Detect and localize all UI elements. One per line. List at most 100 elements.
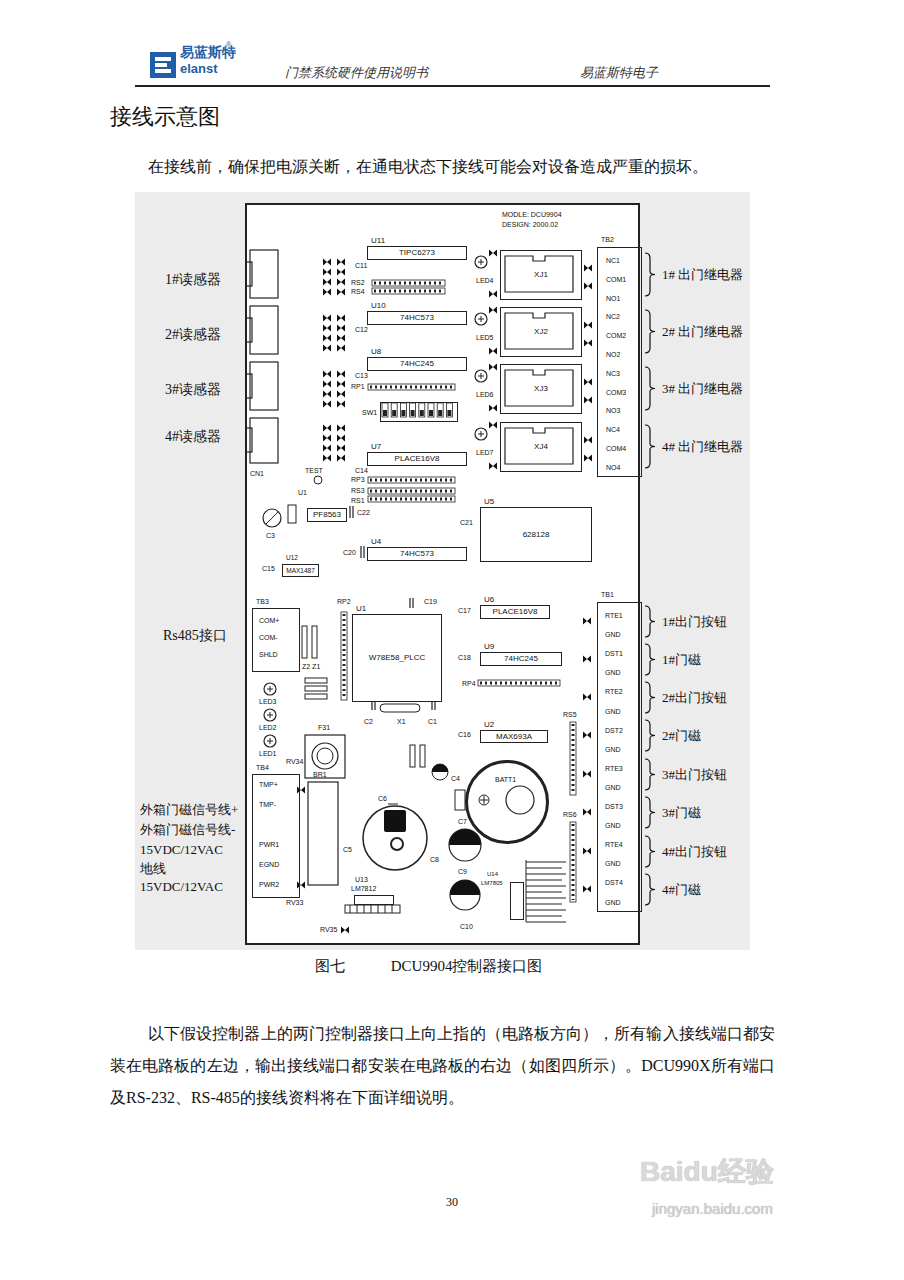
- designator: U12: [286, 554, 298, 561]
- pin-name: PWR2: [259, 881, 279, 889]
- part-label: LED2: [259, 724, 277, 732]
- relay: XJ3: [500, 364, 582, 414]
- resistor-pins: [572, 724, 575, 793]
- part-label: RS3: [351, 487, 365, 495]
- annotation: 3#出门按钮: [662, 768, 727, 783]
- pin-name: COM3: [606, 389, 626, 397]
- pin-name: COM2: [606, 332, 626, 340]
- annotation: 外箱门磁信号线+: [140, 803, 238, 818]
- pin-name: GND: [605, 784, 621, 792]
- part-label: LED1: [259, 750, 277, 758]
- part-label: C12: [355, 326, 368, 334]
- pin-name: GND: [605, 899, 621, 907]
- capacitor: [450, 880, 480, 910]
- connector: [250, 418, 278, 463]
- designator: TB2: [601, 236, 614, 244]
- part-label: C3: [266, 532, 275, 540]
- logo-bar: [155, 69, 171, 73]
- annotation: jingyan.baidu.com: [652, 1200, 773, 1217]
- circuit-board: MODLE: DCU9904DESIGN: 2000.02U11TIPC6273…: [245, 203, 640, 945]
- annotation: 门禁系统硬件使用说明书: [285, 66, 428, 81]
- part-label: RP3: [351, 476, 365, 484]
- designator: U9: [484, 642, 494, 651]
- ic-chip: U974HC245: [480, 652, 562, 666]
- annotation: 1#门磁: [662, 653, 701, 668]
- annotation: Baidu经验: [640, 1156, 774, 1188]
- ic-chip: U5628128: [480, 507, 592, 562]
- ic-chip: PF8563: [307, 508, 347, 522]
- relay: XJ1: [500, 250, 582, 300]
- part-label: RP1: [351, 383, 365, 391]
- part-label: C16: [458, 731, 471, 739]
- part-name: XJ2: [534, 327, 548, 336]
- part-name: XJ1: [534, 270, 548, 279]
- annotation: 4#出门按钮: [662, 845, 727, 860]
- pin-name: COM1: [606, 276, 626, 284]
- resistor: [420, 745, 425, 767]
- ic-chip: U11TIPC6273: [367, 246, 467, 260]
- heatsink-fins: [526, 860, 566, 922]
- designator: U2: [484, 720, 494, 729]
- trimmer-slot: [266, 512, 278, 524]
- led: [475, 313, 487, 325]
- pin-name: GND: [605, 746, 621, 754]
- part-label: C20: [343, 549, 356, 557]
- part-label: RS5: [563, 711, 577, 719]
- part-name: 74HC573: [400, 313, 434, 322]
- pin-name: NC3: [606, 370, 620, 378]
- annotation: 2#读感器: [165, 327, 221, 343]
- annotation: 3#读感器: [165, 382, 221, 398]
- relay-body: [505, 313, 573, 349]
- led-mark: [478, 316, 484, 322]
- trimmer: [263, 509, 281, 527]
- part-label: TEST: [305, 467, 323, 475]
- pin-name: GND: [605, 860, 621, 868]
- part-label: LED6: [476, 391, 494, 399]
- part-name: LM7805: [481, 880, 503, 887]
- part-label: RS1: [351, 497, 365, 505]
- capacitor: [449, 829, 481, 861]
- figure-caption: 图七 DCU9904控制器接口图: [315, 958, 542, 975]
- part-label: C8: [430, 856, 439, 864]
- designator: U8: [371, 347, 381, 356]
- pin-name: NC2: [606, 313, 620, 321]
- annotation: 3# 出门继电器: [662, 382, 743, 397]
- heatsink: [345, 905, 400, 913]
- designator: U1: [356, 604, 366, 613]
- part-name: 628128: [523, 530, 550, 539]
- annotation: 30: [446, 1196, 458, 1210]
- resistor-pack: [368, 477, 455, 483]
- ic-chip: U7PLACE16V8: [367, 452, 467, 466]
- part-label: C4: [451, 775, 460, 783]
- resistor-pack: [368, 488, 455, 494]
- annotation: 1# 出门继电器: [662, 268, 743, 283]
- battery-tab: [455, 790, 465, 810]
- part-label: RS4: [351, 288, 365, 296]
- part-name: XJ4: [534, 442, 548, 451]
- pin-name: COM4: [606, 445, 626, 453]
- led: [264, 683, 276, 695]
- led-mark: [267, 738, 273, 744]
- ic-chip: U874HC245: [367, 357, 467, 371]
- capacitor: [432, 764, 448, 780]
- capacitor: [363, 806, 427, 870]
- part-label: LED7: [476, 449, 494, 457]
- pin-name: DST2: [605, 727, 623, 735]
- ic-chip: U12MAX1487: [282, 564, 319, 577]
- part-name: DESIGN: 2000.02: [502, 221, 558, 229]
- dip-lever: [420, 410, 424, 416]
- part-label: F31: [318, 724, 330, 732]
- pin-name: NO3: [606, 407, 620, 415]
- annotation: 在接线前，确保把电源关断，在通电状态下接线可能会对设备造成严重的损坏。: [148, 158, 708, 176]
- part-label: C21: [460, 519, 473, 527]
- resistor: [410, 745, 415, 767]
- resistor-pack: [341, 612, 347, 700]
- part-label: RS6: [563, 811, 577, 819]
- designator: TB4: [256, 764, 269, 772]
- logo-icon: [150, 52, 176, 78]
- header-rule: [135, 85, 770, 87]
- pin-name: EGND: [259, 861, 279, 869]
- dip-switch: [391, 403, 397, 417]
- part-name: 74HC573: [400, 549, 434, 558]
- test-point: [314, 476, 322, 484]
